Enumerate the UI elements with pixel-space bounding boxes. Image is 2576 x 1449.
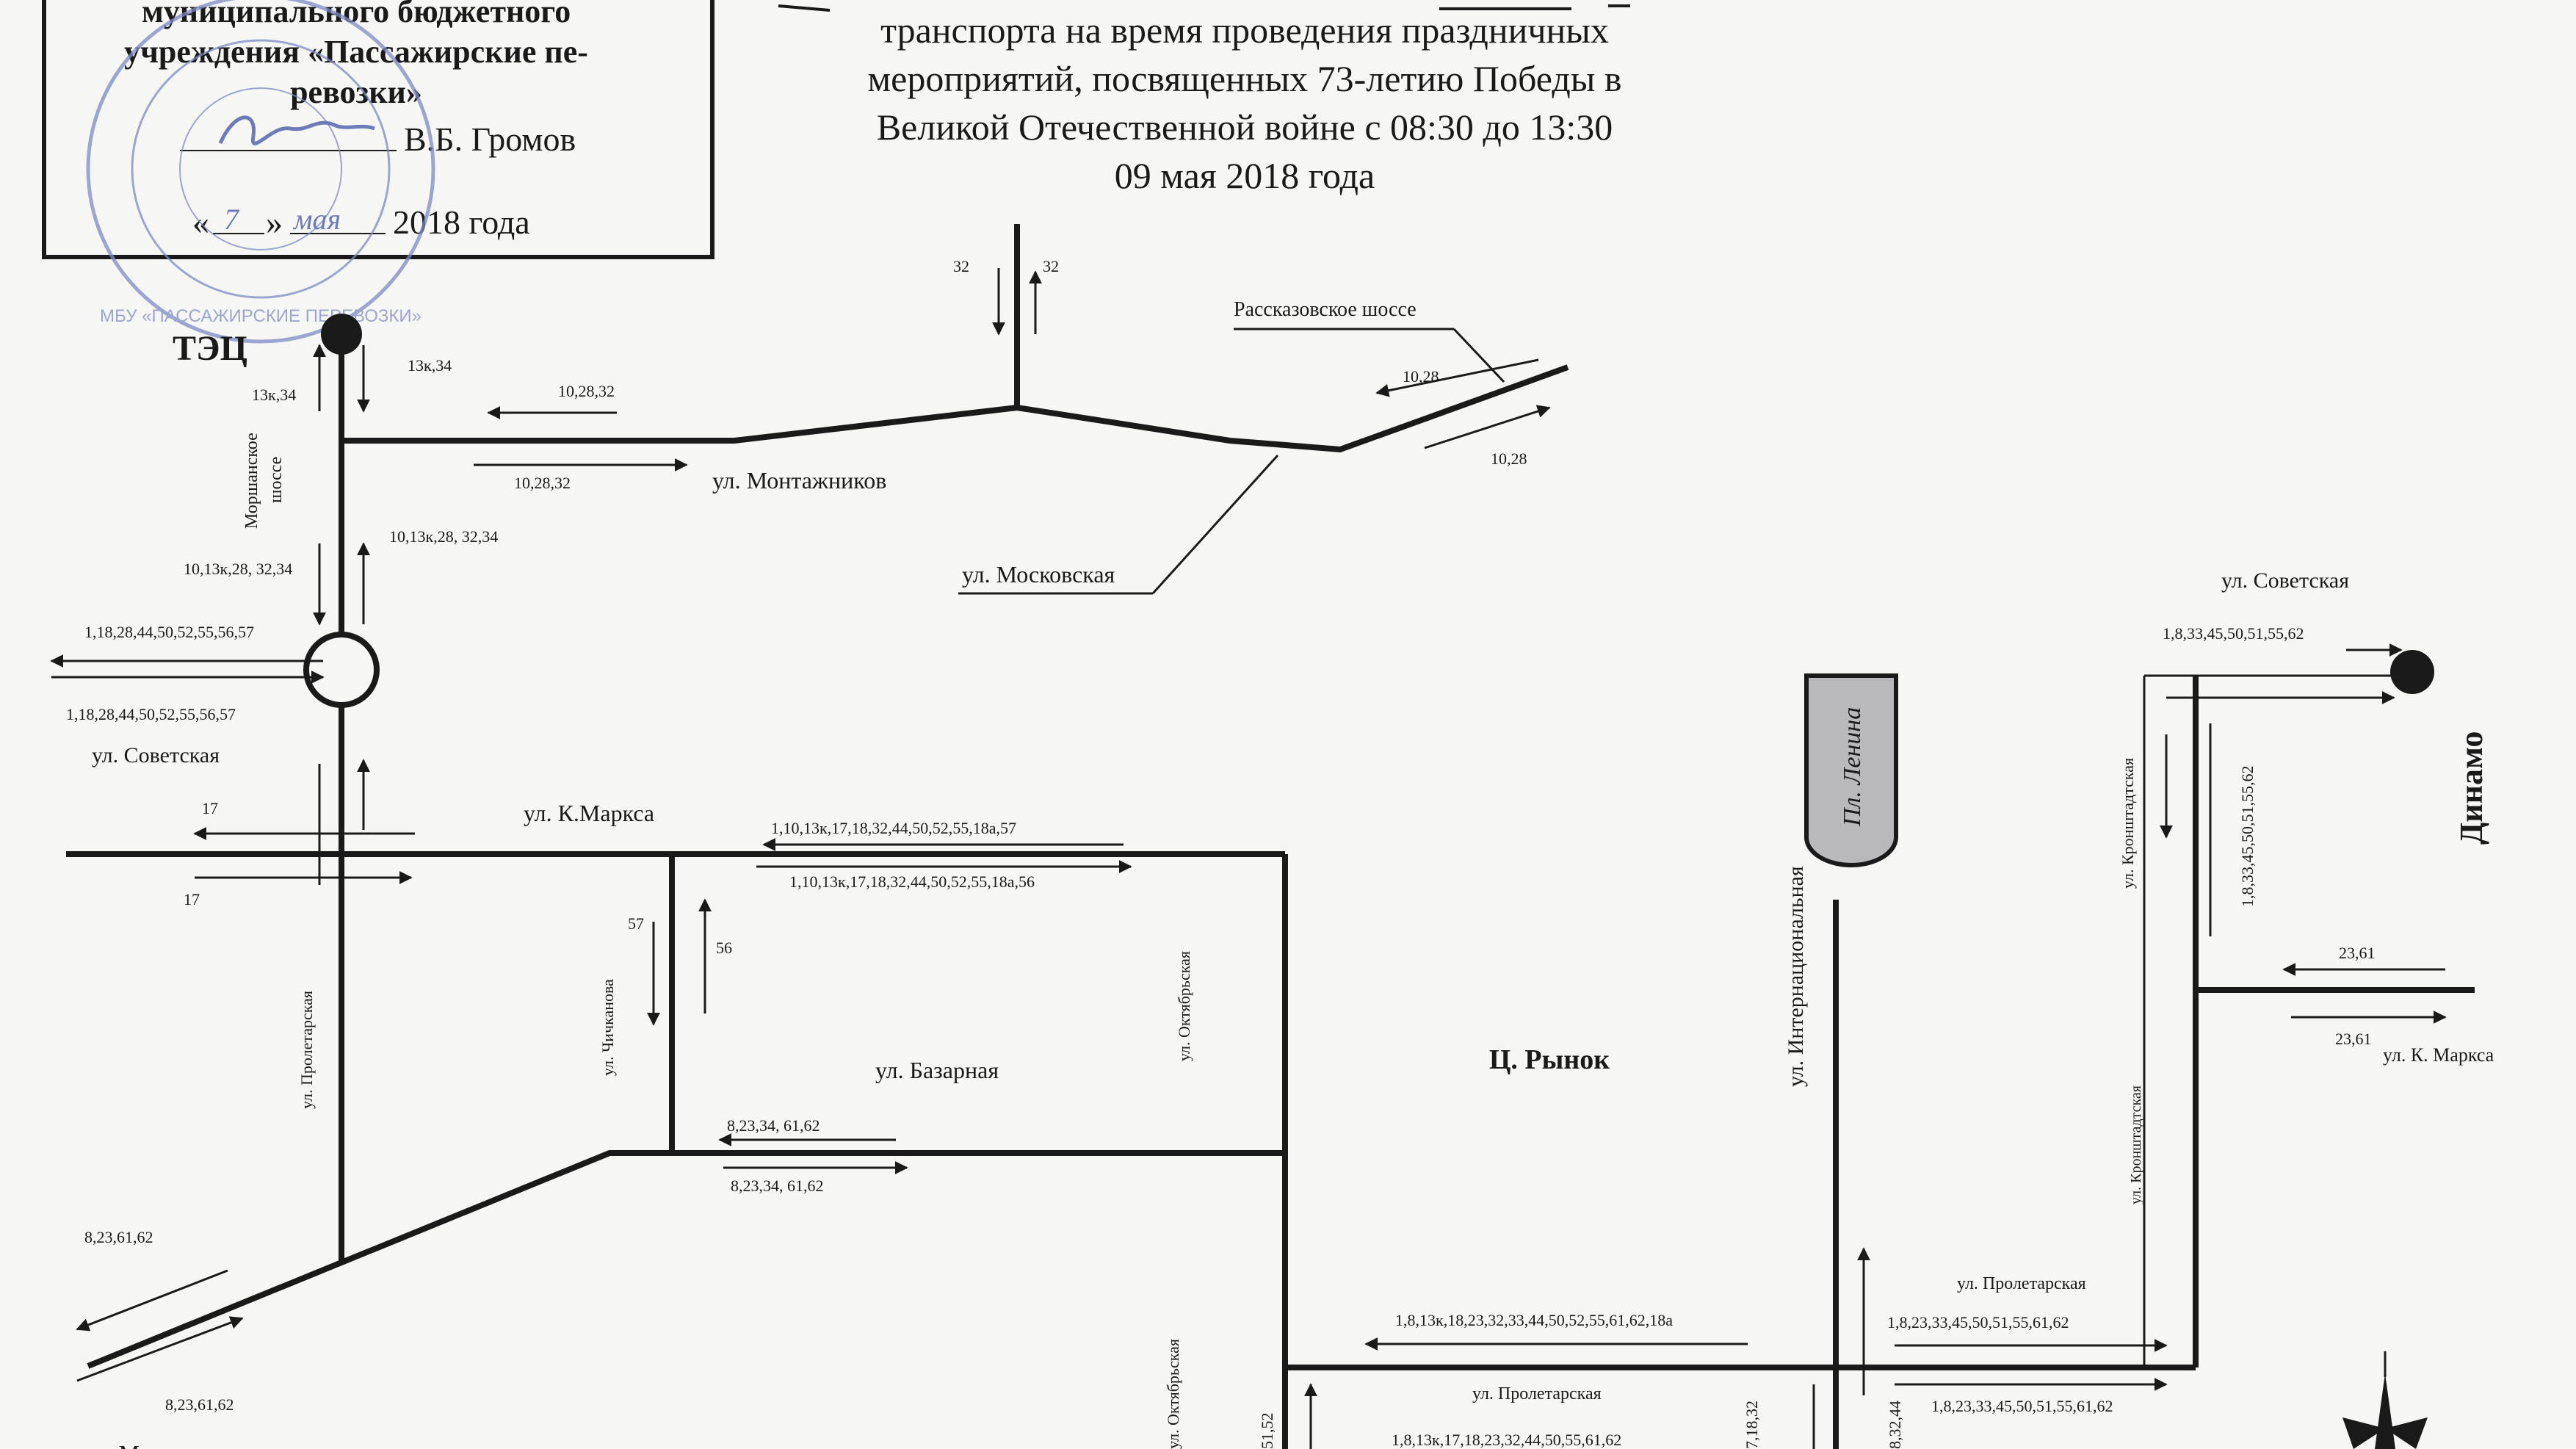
label-montazhnikov: ул. Монтажников — [712, 467, 886, 494]
date-year: 2018 года — [393, 203, 530, 241]
route-bazarnaya-bottom: 8,23,34, 61,62 — [731, 1177, 824, 1195]
tets-stop-dot — [321, 314, 362, 355]
approval-line-2: учреждения «Пассажирские пе- — [124, 34, 588, 70]
route-bottom-vertical-3: 8,32,44 — [1886, 1401, 1904, 1449]
route-sovetskaya-bottom: 1,18,28,44,50,52,55,56,57 — [66, 705, 236, 723]
route-sw-bottom: 8,23,61,62 — [165, 1395, 234, 1414]
route-13k34-left: 13к,34 — [252, 386, 296, 404]
route-sovetskaya-top: 1,18,28,44,50,52,55,56,57 — [84, 623, 254, 641]
route-102832-bottom: 10,28,32 — [514, 474, 571, 492]
route-labels: 32 32 13к,34 13к,34 10,28,32 10,28,32 10… — [66, 257, 2376, 1449]
dinamo-stop-label: Динамо — [2453, 731, 2489, 845]
arrow-1028-west — [1375, 358, 1539, 397]
route-dinamo-vertical-label: 1,8,33,45,50,51,55,62 — [2238, 766, 2257, 908]
route-arrows — [50, 268, 2447, 1449]
route-morsh-down: 10,13к,28, 32,34 — [184, 560, 292, 578]
ts-rynok-label: Ц. Рынок — [1489, 1044, 1610, 1075]
label-sovetskaya-west: ул. Советская — [92, 743, 220, 767]
title-cut-line-fragment — [778, 4, 1630, 12]
route-1028-bottom: 10,28 — [1491, 449, 1527, 468]
route-57: 57 — [628, 914, 644, 933]
route-2361-top: 23,61 — [2339, 944, 2376, 962]
label-bazarnaya: ул. Базарная — [875, 1057, 999, 1083]
approval-block: муниципального бюджетного учреждения «Па… — [42, 0, 714, 344]
roundabout — [303, 632, 380, 708]
leader-rasskazovskoe — [1452, 328, 1505, 383]
route-morsh-up: 10,13к,28, 32,34 — [389, 527, 498, 546]
route-bazarnaya-top: 8,23,34, 61,62 — [727, 1116, 820, 1135]
route-proletarskaya-west: 1,8,13к,18,23,32,33,44,50,52,55,61,62,18… — [1395, 1311, 1673, 1329]
document-title: транспорта на время проведения праздничн… — [778, 4, 1630, 196]
route-102832-top: 10,28,32 — [558, 382, 615, 400]
label-morshanskoe-1: Моршанское — [242, 433, 261, 529]
label-michurinskaya: ул. Мичуринская — [84, 1440, 256, 1449]
label-morshanskoe-2: шоссе — [267, 457, 286, 503]
label-k-marksa-east: ул. К. Маркса — [2383, 1044, 2494, 1066]
label-moskovskaya: ул. Московская — [962, 561, 1115, 588]
label-oktyabrskaya: ул. Октябрьская — [1175, 951, 1193, 1061]
street-labels: ул. Монтажников ул. Московская Рассказов… — [84, 298, 2494, 1449]
leader-moskovskaya — [1151, 454, 1279, 595]
label-k-marksa: ул. К.Маркса — [524, 800, 654, 826]
handwritten-signature: 7 мая — [218, 115, 375, 236]
route-bottom-vertical-1: 51,52 — [1258, 1413, 1276, 1449]
route-13k34-right: 13к,34 — [408, 356, 452, 375]
date-close-quote: » — [266, 203, 283, 241]
pl-lenina-label: Пл. Ленина — [1839, 707, 1866, 827]
route-dinamo-top: 1,8,33,45,50,51,55,62 — [2163, 624, 2304, 643]
dinamo-stop-dot — [2390, 650, 2434, 694]
arrow-1028-east — [1424, 405, 1551, 449]
route-2361-bottom: 23,61 — [2335, 1030, 2372, 1048]
route-proletarskaya-bottom: 1,8,13к,17,18,23,32,44,50,55,61,62 — [1392, 1431, 1621, 1449]
pl-lenina-block — [1804, 673, 1898, 867]
title-line-1: транспорта на время проведения праздничн… — [880, 10, 1609, 51]
route-56: 56 — [716, 939, 732, 957]
official-seal: МБУ «ПАССАЖИРСКИЕ ПЕРЕВОЗКИ» — [86, 0, 435, 344]
route-32-up: 32 — [1043, 257, 1059, 275]
title-line-2: мероприятий, посвященных 73-летию Победы… — [868, 58, 1622, 99]
handwritten-month: мая — [292, 203, 341, 236]
label-kronshtadtskaya-low: ул. Кронштадтская — [2128, 1085, 2144, 1204]
seal-text: МБУ «ПАССАЖИРСКИЕ ПЕРЕВОЗКИ» — [100, 306, 422, 326]
route-sw-top: 8,23,61,62 — [84, 1228, 153, 1246]
route-bottom-vertical-2: 7,18,32 — [1743, 1401, 1761, 1449]
route-1028-top: 10,28 — [1403, 367, 1439, 386]
streets — [66, 224, 2475, 1449]
approval-line-3: ревозки» — [290, 74, 422, 110]
label-proletarskaya-east: ул. Пролетарская — [1957, 1274, 2086, 1293]
route-17-top: 17 — [202, 799, 218, 817]
label-chichkanova: ул. Чичканова — [598, 979, 617, 1076]
route-proletarskaya-east-bottom: 1,8,23,33,45,50,51,55,61,62 — [1931, 1397, 2113, 1415]
title-line-4: 09 мая 2018 года — [1115, 155, 1375, 196]
tets-stop-label: ТЭЦ — [173, 329, 247, 368]
label-internatsionalnaya: ул. Интернациональная — [1784, 866, 1808, 1087]
label-proletarskaya-west: ул. Пролетарская — [297, 991, 316, 1109]
title-line-3: Великой Отечественной войне с 08:30 до 1… — [877, 106, 1613, 148]
compass-rose-icon — [2342, 1351, 2428, 1449]
stops: ТЭЦ Динамо Пл. Ленина Ц. Рынок — [173, 314, 2489, 1075]
arrow-sw-out — [76, 1269, 228, 1331]
handwritten-day: 7 — [224, 203, 240, 236]
route-k-marksa-bottom: 1,10,13к,17,18,32,44,50,52,55,18а,56 — [789, 872, 1035, 891]
label-sovetskaya-east: ул. Советская — [2221, 568, 2349, 593]
route-k-marksa-top: 1,10,13к,17,18,32,44,50,52,55,18а,57 — [771, 819, 1016, 837]
street-montazhnikov — [341, 364, 1569, 453]
label-kronshtadtskaya-top: ул. Кронштадтская — [2119, 758, 2137, 889]
label-rasskazovskoe: Рассказовское шоссе — [1234, 298, 1417, 321]
route-32-down: 32 — [953, 257, 969, 275]
route-proletarskaya-east-top: 1,8,23,33,45,50,51,55,61,62 — [1887, 1313, 2069, 1331]
street-bazarnaya — [87, 1150, 1285, 1369]
route-17-bottom: 17 — [184, 890, 200, 908]
thin-streets — [958, 328, 2394, 1367]
arrow-sw-in — [76, 1316, 244, 1382]
label-oktyabrskaya-bottom: ул. Октябрьская — [1164, 1339, 1182, 1449]
approval-frame — [42, 0, 714, 259]
label-proletarskaya-bottom: ул. Пролетарская — [1472, 1384, 1602, 1403]
